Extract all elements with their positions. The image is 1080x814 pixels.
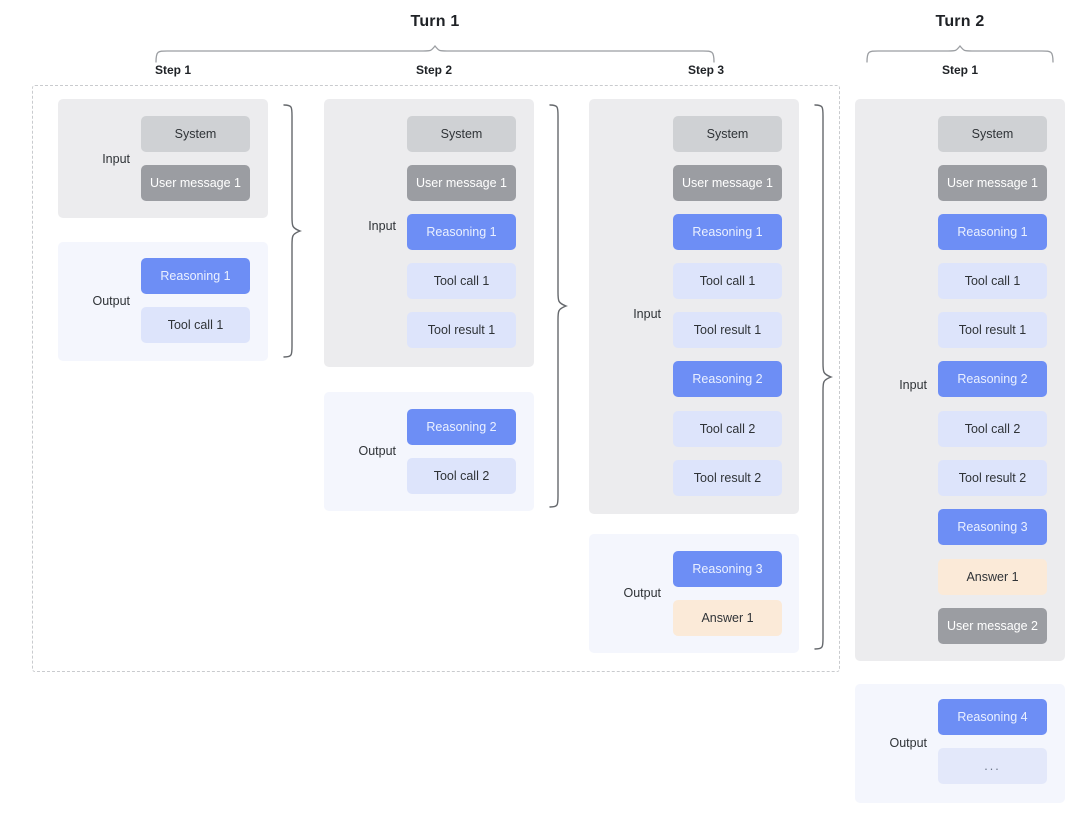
t1s2-input-block-reasoning-1[interactable]: Reasoning 1 — [407, 214, 516, 250]
turn-2-brace — [866, 44, 1054, 63]
turn-2-title: Turn 2 — [935, 13, 985, 30]
t1s1-output-label: Output — [92, 294, 130, 308]
t1s1-output-block-tool-call-1[interactable]: Tool call 1 — [141, 307, 250, 343]
t2s1-input-block-reasoning-1[interactable]: Reasoning 1 — [938, 214, 1047, 250]
t1s2-output-block-reasoning-2[interactable]: Reasoning 2 — [407, 409, 516, 445]
t1s3-input-block-tool-result-1[interactable]: Tool result 1 — [673, 312, 782, 348]
t2s1-input-label: Input — [899, 378, 927, 392]
step-label-t2s1: Step 1 — [941, 63, 978, 77]
t1s2-input-block-tool-result-1[interactable]: Tool result 1 — [407, 312, 516, 348]
brace-step1-to-step2 — [283, 104, 302, 358]
t1s2-input-block-tool-call-1[interactable]: Tool call 1 — [407, 263, 516, 299]
t1s2-input-block-user-message-1[interactable]: User message 1 — [407, 165, 516, 201]
t1s2-input-block-system[interactable]: System — [407, 116, 516, 152]
t2s1-input-block-system[interactable]: System — [938, 116, 1047, 152]
t1s1-input-block-user-message-1[interactable]: User message 1 — [141, 165, 250, 201]
turn-1-title: Turn 1 — [410, 13, 460, 30]
t1s3-input-block-system[interactable]: System — [673, 116, 782, 152]
t1s3-input-block-tool-result-2[interactable]: Tool result 2 — [673, 460, 782, 496]
t2s1-input-block-user-message-1[interactable]: User message 1 — [938, 165, 1047, 201]
t1s3-input-block-reasoning-2[interactable]: Reasoning 2 — [673, 361, 782, 397]
t1s3-input-block-tool-call-1[interactable]: Tool call 1 — [673, 263, 782, 299]
t1s3-output-block-reasoning-3[interactable]: Reasoning 3 — [673, 551, 782, 587]
brace-step3-to-turn2 — [814, 104, 833, 650]
turn-1-container — [32, 85, 840, 672]
t1s2-output-label: Output — [358, 444, 396, 458]
t2s1-output-label: Output — [889, 736, 927, 750]
step-label-t1s2: Step 2 — [415, 63, 452, 77]
t1s2-output-block-tool-call-2[interactable]: Tool call 2 — [407, 458, 516, 494]
t1s3-input-label: Input — [633, 307, 661, 321]
t1s3-input-block-user-message-1[interactable]: User message 1 — [673, 165, 782, 201]
t2s1-input-block-tool-result-2[interactable]: Tool result 2 — [938, 460, 1047, 496]
t1s1-input-block-system[interactable]: System — [141, 116, 250, 152]
turn-1-brace — [155, 44, 715, 63]
t1s1-input-label: Input — [102, 152, 130, 166]
t2s1-input-block-tool-result-1[interactable]: Tool result 1 — [938, 312, 1047, 348]
t2s1-input-block-tool-call-1[interactable]: Tool call 1 — [938, 263, 1047, 299]
t2s1-input-block-tool-call-2[interactable]: Tool call 2 — [938, 411, 1047, 447]
t2s1-input-block-answer-1[interactable]: Answer 1 — [938, 559, 1047, 595]
t2s1-input-block-user-message-2[interactable]: User message 2 — [938, 608, 1047, 644]
t1s1-output-block-reasoning-1[interactable]: Reasoning 1 — [141, 258, 250, 294]
t1s3-output-block-answer-1[interactable]: Answer 1 — [673, 600, 782, 636]
t2s1-input-block-reasoning-2[interactable]: Reasoning 2 — [938, 361, 1047, 397]
t1s3-input-block-tool-call-2[interactable]: Tool call 2 — [673, 411, 782, 447]
t2s1-output-block-ellipsis[interactable]: ... — [938, 748, 1047, 784]
step-label-t1s1: Step 1 — [154, 63, 191, 77]
t2s1-output-block-reasoning-4[interactable]: Reasoning 4 — [938, 699, 1047, 735]
t2s1-input-block-reasoning-3[interactable]: Reasoning 3 — [938, 509, 1047, 545]
t1s2-input-label: Input — [368, 219, 396, 233]
step-label-t1s3: Step 3 — [687, 63, 724, 77]
t1s3-input-block-reasoning-1[interactable]: Reasoning 1 — [673, 214, 782, 250]
brace-step2-to-step3 — [549, 104, 568, 508]
t1s3-output-label: Output — [623, 586, 661, 600]
